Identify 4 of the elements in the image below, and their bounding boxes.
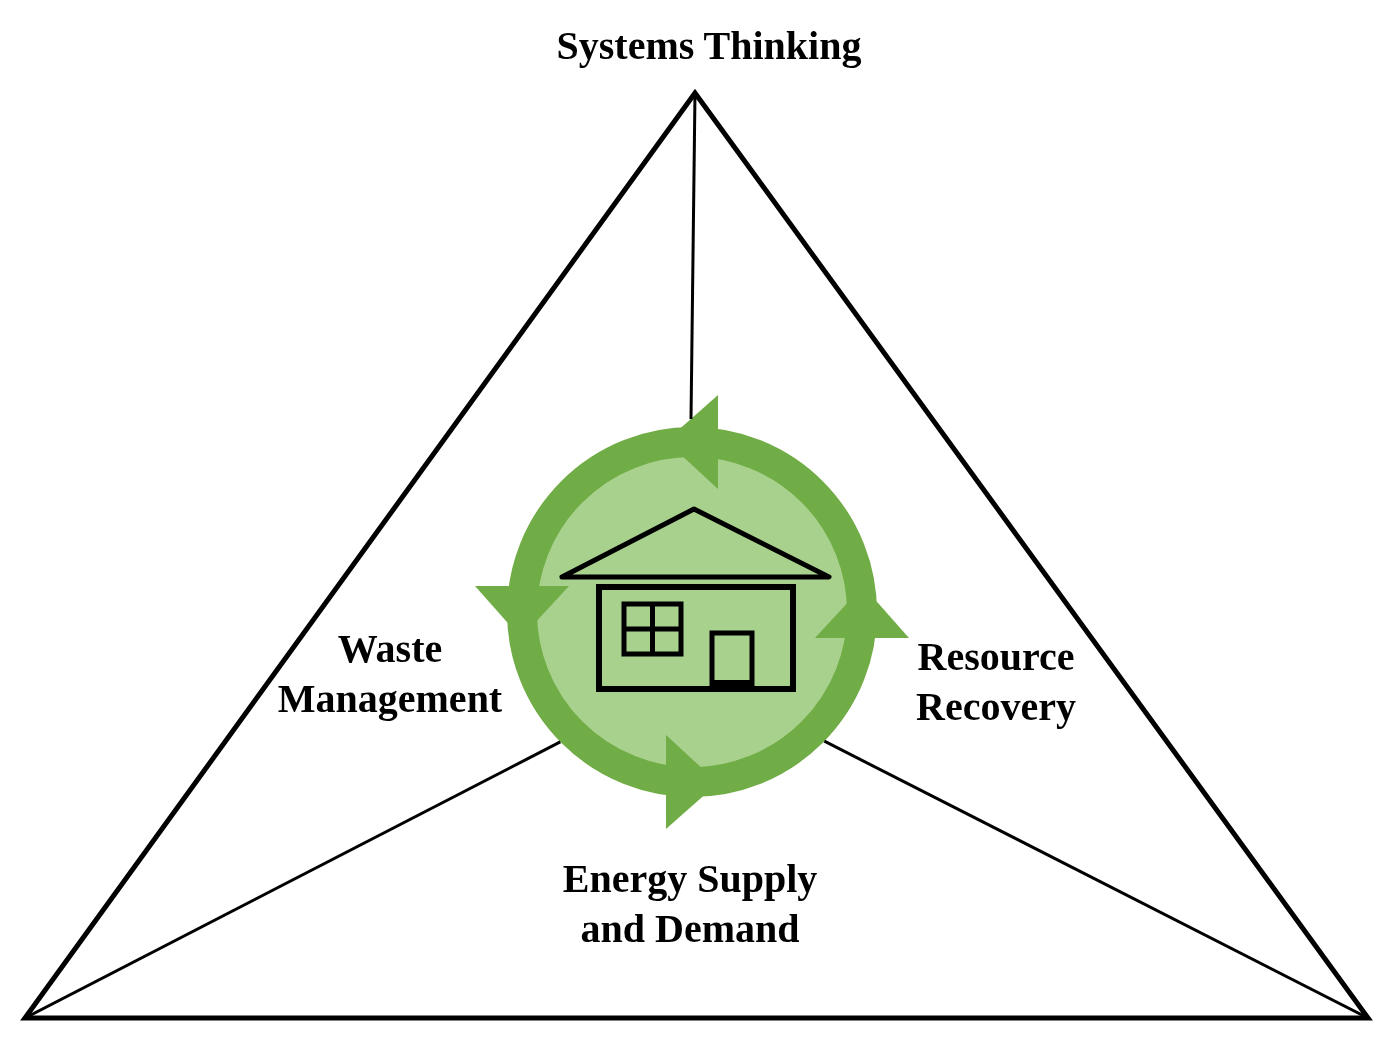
region-label: Energy Supply and Demand [561,855,819,953]
region-label: Resource Recovery [915,633,1077,731]
region-label: Waste Management [276,625,504,723]
apex-label: Systems Thinking [555,22,863,70]
